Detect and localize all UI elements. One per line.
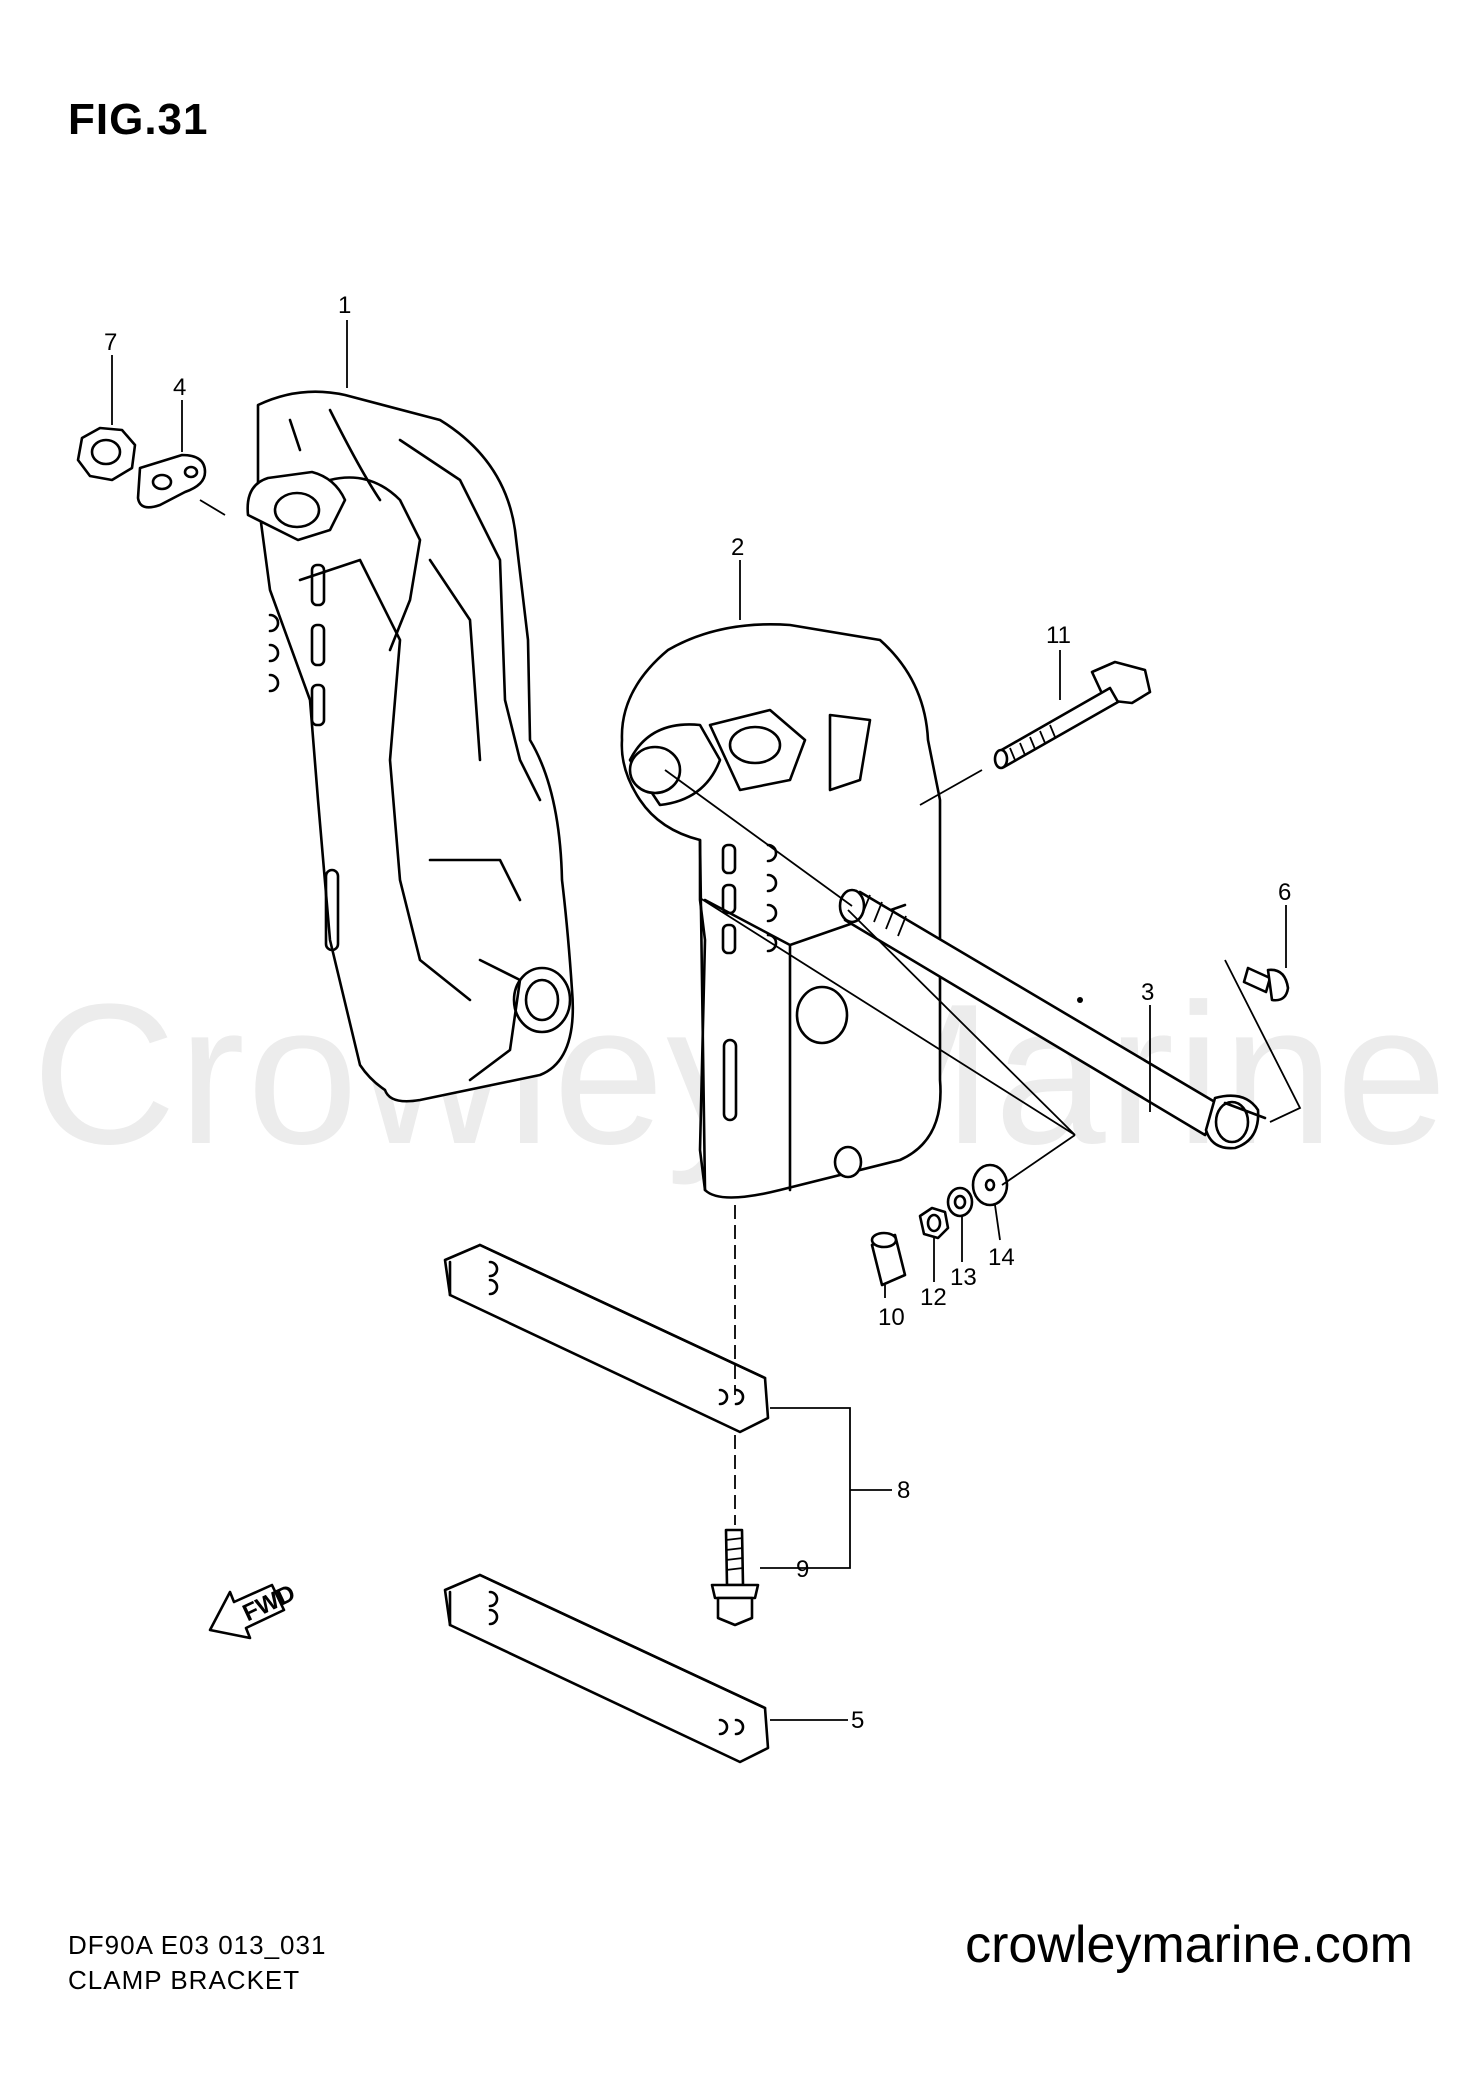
callout-1: 1 [338, 292, 351, 319]
part-10-collar[interactable] [870, 1231, 907, 1287]
leader-lines [111, 320, 1287, 1721]
callout-5: 5 [851, 1707, 864, 1734]
part-4-plate[interactable] [136, 453, 207, 509]
fwd-arrow: FWD [208, 1580, 300, 1640]
part-2-right-clamp-bracket[interactable] [620, 623, 942, 1199]
callout-12: 12 [920, 1284, 947, 1311]
part-3-shaft[interactable] [838, 888, 1302, 1150]
callout-3: 3 [1141, 979, 1154, 1006]
callout-14: 14 [988, 1244, 1015, 1271]
callout-13: 13 [950, 1264, 977, 1291]
part-13-washer[interactable] [946, 1186, 974, 1218]
part-6-bolt[interactable] [1242, 966, 1290, 1002]
part-5-clamp-plate[interactable] [443, 1573, 770, 1764]
website-link[interactable]: crowleymarine.com [965, 1916, 1413, 1974]
callout-8: 8 [897, 1477, 910, 1504]
part-14-washer[interactable] [971, 1163, 1009, 1207]
callout-2: 2 [731, 534, 744, 561]
model-code: DF90A E03 013_031 [68, 1930, 327, 1960]
callout-11: 11 [1046, 622, 1071, 649]
part-12-nut[interactable] [918, 1206, 950, 1240]
section-name: CLAMP BRACKET [68, 1965, 301, 1995]
figure-title: FIG.31 [68, 95, 209, 144]
part-9-bolt[interactable] [710, 1528, 760, 1627]
callout-4: 4 [173, 374, 186, 401]
callout-6: 6 [1278, 879, 1291, 906]
callout-10: 10 [878, 1304, 905, 1331]
callout-9: 9 [796, 1556, 809, 1583]
part-8-clamp-plate[interactable] [443, 1243, 770, 1434]
part-11-bolt[interactable] [993, 660, 1152, 770]
part-1-left-clamp-bracket[interactable] [246, 390, 575, 1103]
callout-7: 7 [104, 329, 117, 356]
part-7-nut[interactable] [76, 426, 137, 482]
